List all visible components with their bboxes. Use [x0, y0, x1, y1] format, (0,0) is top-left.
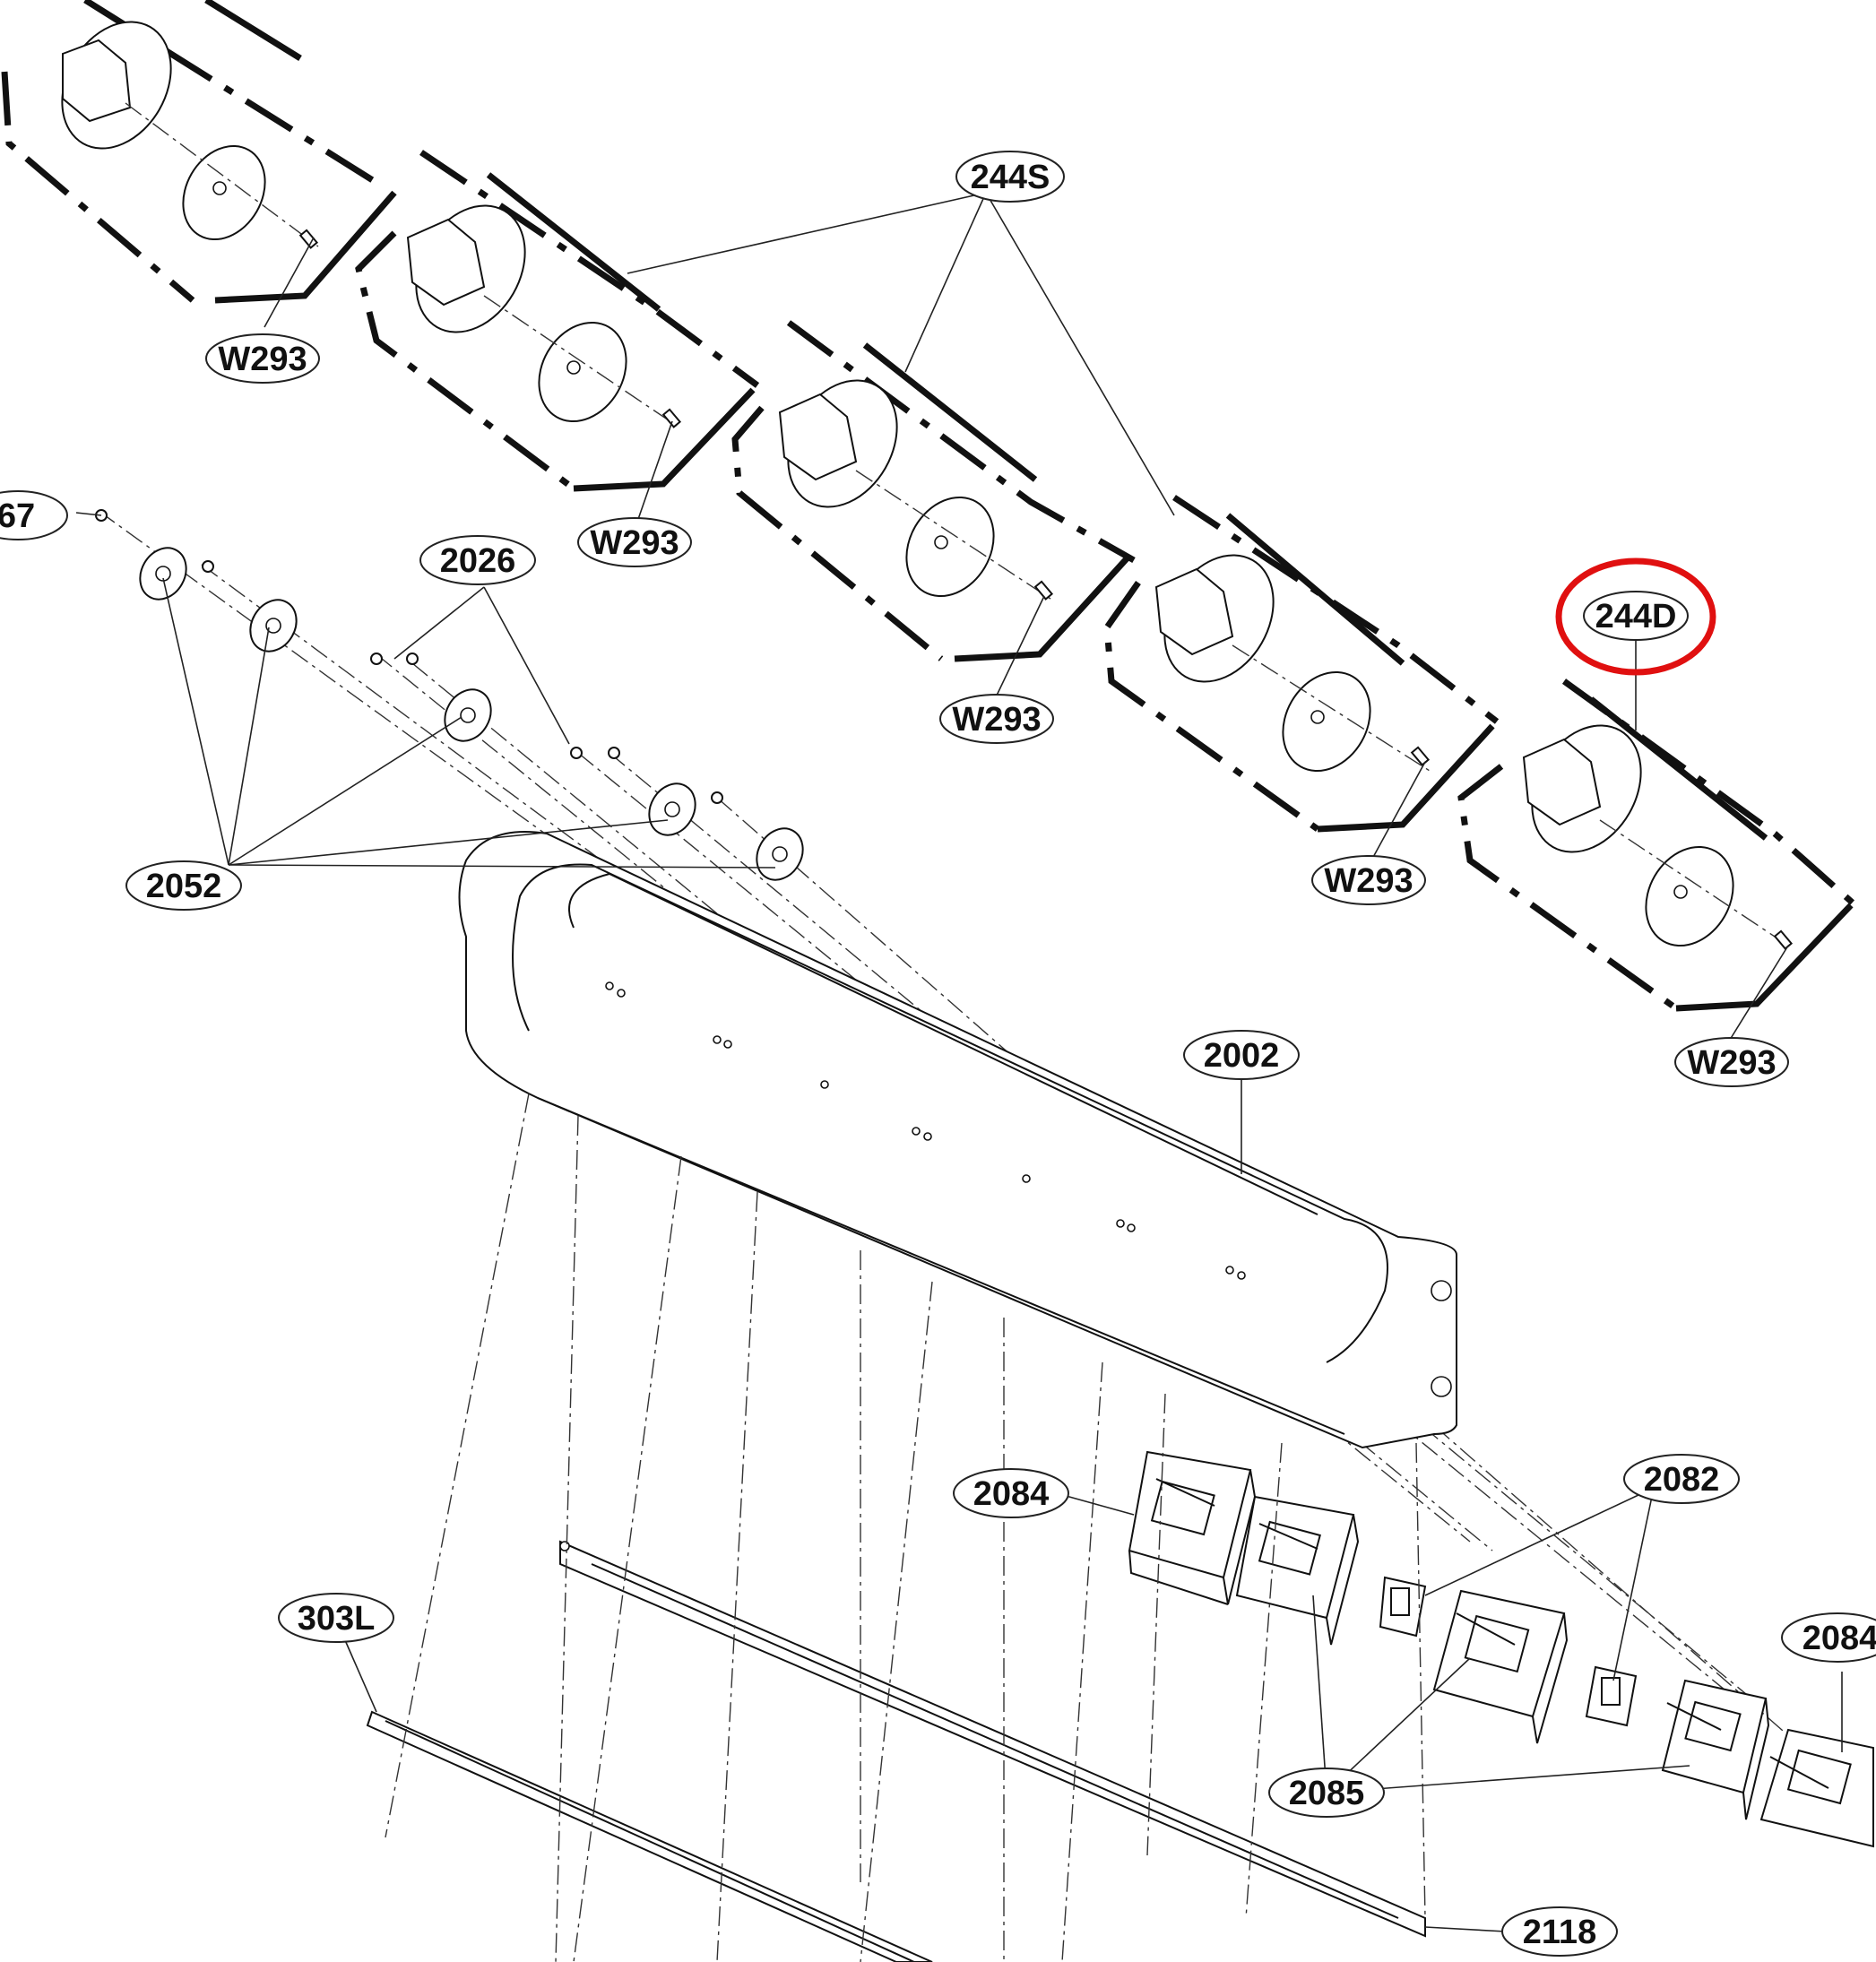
svg-text:2118: 2118 [1523, 1914, 1596, 1951]
knob-module-3 [731, 320, 1136, 662]
knob-module-2 [355, 150, 760, 492]
svg-text:2026: 2026 [440, 542, 516, 580]
label-2052: 2052 [125, 860, 242, 911]
svg-text:2082: 2082 [1644, 1461, 1720, 1499]
knob-module-4 [1103, 495, 1500, 833]
switch-2084-right [1759, 1728, 1874, 1848]
label-2118: 2118 [1501, 1906, 1618, 1957]
label-W293-1: W293 [205, 333, 320, 384]
trim-strip-303L [366, 1710, 933, 1962]
highlight-circle-244D [1555, 557, 1716, 676]
label-W293-2: W293 [577, 517, 692, 567]
svg-text:2084: 2084 [1803, 1620, 1876, 1657]
svg-text:W293: W293 [218, 341, 307, 378]
label-W293-4: W293 [1311, 855, 1426, 905]
svg-text:67: 67 [0, 497, 35, 535]
switch-2085-a [1235, 1495, 1360, 1646]
switch-2085-b [1432, 1589, 1569, 1744]
svg-text:2084: 2084 [973, 1475, 1050, 1513]
svg-text:W293: W293 [952, 701, 1041, 739]
knob-module-1 [1, 0, 397, 304]
label-2084-left: 2084 [953, 1468, 1069, 1518]
svg-text:244S: 244S [971, 159, 1050, 196]
label-W293-5: W293 [1674, 1037, 1789, 1087]
control-panel-2002 [458, 831, 1457, 1449]
leader-lines [75, 192, 1843, 1932]
svg-text:2085: 2085 [1289, 1775, 1365, 1812]
thermostat-2082-a [1379, 1576, 1427, 1638]
label-2082: 2082 [1623, 1454, 1740, 1504]
label-244D: 244D [1583, 591, 1689, 641]
label-2026: 2026 [419, 535, 536, 585]
svg-text:2002: 2002 [1204, 1037, 1280, 1075]
label-67: 67 [0, 490, 68, 540]
switch-2085-c [1661, 1679, 1770, 1820]
label-303L: 303L [278, 1593, 394, 1643]
bracket-2118 [559, 1540, 1426, 1938]
label-244S: 244S [955, 151, 1065, 203]
svg-text:W293: W293 [1687, 1044, 1776, 1082]
svg-text:W293: W293 [1324, 862, 1413, 900]
label-2002: 2002 [1183, 1030, 1300, 1080]
projection-lines [385, 1093, 1426, 1962]
svg-text:W293: W293 [590, 524, 679, 562]
svg-text:244D: 244D [1595, 598, 1677, 635]
label-2084-right: 2084 [1781, 1612, 1876, 1663]
svg-text:303L: 303L [298, 1600, 376, 1638]
svg-text:2052: 2052 [146, 868, 222, 905]
label-W293-3: W293 [939, 694, 1054, 744]
label-2085: 2085 [1268, 1768, 1385, 1818]
switch-2084-left [1128, 1450, 1257, 1605]
knob-module-5 [1457, 678, 1858, 1012]
thermostat-2082-b [1585, 1665, 1638, 1727]
